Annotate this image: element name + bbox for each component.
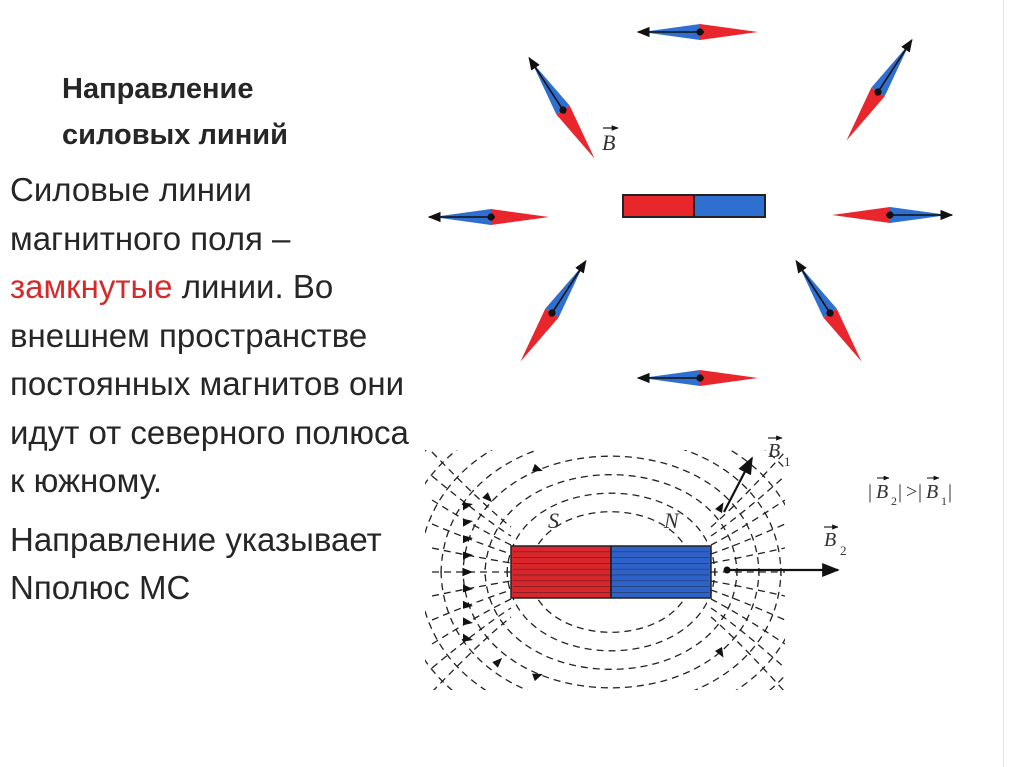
title-line-1: Направление bbox=[62, 73, 254, 105]
svg-text:|: | bbox=[948, 481, 952, 503]
magnet-inner-lines bbox=[513, 546, 709, 598]
compass-needle bbox=[528, 56, 595, 159]
svg-text:|: | bbox=[918, 481, 922, 503]
field-lines-diagram: S N B 1 B 2 | B 2 | > | B bbox=[425, 435, 952, 690]
compass-needle bbox=[427, 209, 549, 225]
svg-text:B: B bbox=[824, 529, 836, 551]
svg-text:B: B bbox=[876, 481, 888, 503]
slide-title: Направление силовых линий bbox=[62, 66, 362, 158]
svg-text:B: B bbox=[768, 440, 780, 462]
compass-needle bbox=[832, 207, 954, 223]
title-line-2: силовых линий bbox=[62, 119, 288, 151]
svg-text:B: B bbox=[926, 481, 938, 503]
highlight-closed: замкнутые bbox=[10, 268, 173, 305]
b1-vector bbox=[723, 456, 753, 513]
b-vector-label: B bbox=[602, 125, 619, 155]
compass-needle bbox=[846, 38, 913, 141]
b1-label: B 1 bbox=[768, 435, 791, 469]
b2-label: B 2 bbox=[824, 524, 847, 558]
svg-text:|: | bbox=[868, 481, 872, 503]
paragraph-1-end: линии. Во внешнем пространстве постоянны… bbox=[10, 268, 409, 499]
slide-body: Силовые линии магнитного поля – замкнуты… bbox=[10, 166, 410, 613]
bar-magnet-small bbox=[622, 194, 766, 218]
b-label: B bbox=[602, 130, 615, 155]
field-lines bbox=[425, 450, 785, 690]
pole-n-label: N bbox=[663, 508, 680, 533]
compass-needle bbox=[636, 24, 758, 40]
slide-border bbox=[1003, 0, 1004, 767]
paragraph-1-start: Силовые линии магнитного поля – bbox=[10, 171, 291, 257]
svg-text:|: | bbox=[898, 481, 902, 503]
bar-magnet-large bbox=[510, 545, 712, 599]
svg-text:1: 1 bbox=[784, 454, 791, 469]
svg-text:>: > bbox=[906, 481, 917, 503]
b2-origin-dot bbox=[723, 566, 731, 574]
svg-text:2: 2 bbox=[840, 543, 847, 558]
paragraph-field-lines: Силовые линии магнитного поля – замкнуты… bbox=[10, 166, 410, 506]
svg-text:2: 2 bbox=[891, 494, 897, 508]
svg-text:1: 1 bbox=[941, 494, 947, 508]
paragraph-direction: Направление указывает Nполюс МС bbox=[10, 520, 382, 607]
compass-needles bbox=[427, 24, 954, 386]
compass-needle bbox=[795, 259, 862, 362]
compass-diagram: B bbox=[427, 24, 954, 386]
compass-needle bbox=[636, 370, 758, 386]
magnitude-relation: | B 2 | > | B 1 | bbox=[868, 475, 952, 508]
pole-s-label: S bbox=[548, 508, 559, 533]
compass-needle bbox=[520, 259, 587, 362]
